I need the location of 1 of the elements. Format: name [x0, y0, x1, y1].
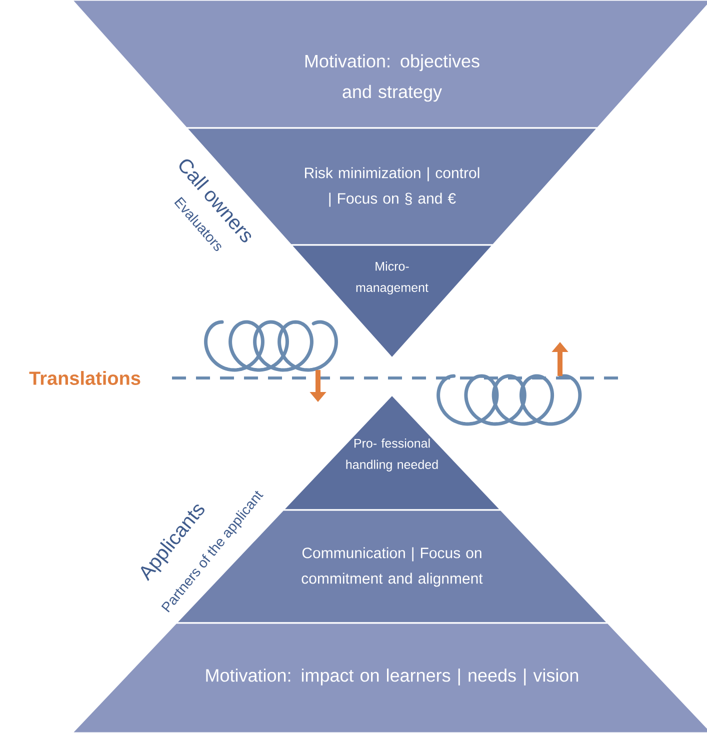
translations-label: Translations	[29, 371, 140, 385]
